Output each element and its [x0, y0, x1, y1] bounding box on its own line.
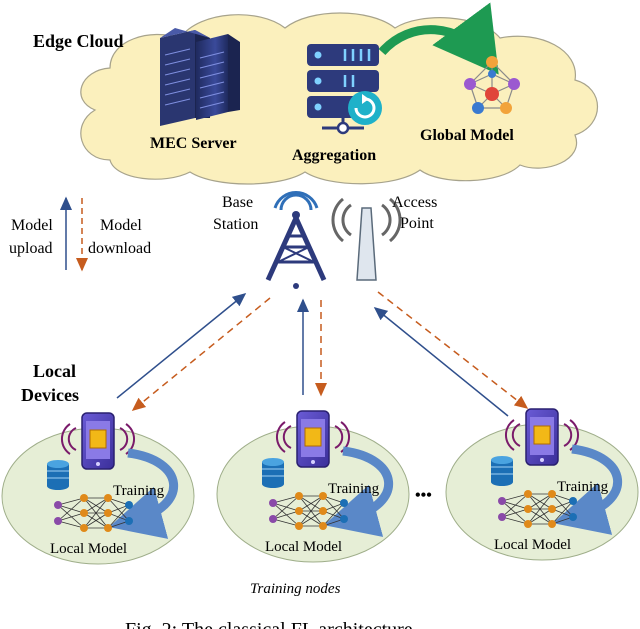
local-devices-title-line1: Local	[33, 361, 76, 381]
edge-cloud: Edge Cloud MEC Server	[33, 2, 599, 185]
global-model-icon	[464, 56, 520, 114]
aggregation-label: Aggregation	[292, 147, 376, 164]
access-point-label-line2: Point	[400, 215, 434, 232]
figure-caption: Fig. 2: The classical FL architecture.	[125, 619, 418, 629]
training-label: Training	[328, 481, 380, 497]
legend: Model upload Model download	[9, 196, 151, 272]
mec-server-icon	[160, 28, 240, 126]
legend-download-line1: Model	[100, 217, 142, 234]
training-loop-arrow	[108, 448, 179, 539]
local-model-network-icon	[54, 494, 133, 532]
global-model-label: Global Model	[420, 127, 514, 144]
communication-arrows	[116, 291, 529, 417]
aggregation-server-icon	[307, 44, 382, 135]
training-label: Training	[113, 483, 165, 499]
training-loop-arrow	[323, 446, 394, 537]
upload-arrow-right	[373, 307, 509, 417]
download-arrow-right	[377, 291, 529, 409]
database-icon	[491, 456, 513, 486]
node-ellipsis: •••	[415, 487, 432, 504]
local-devices-title-line2: Devices	[21, 385, 79, 405]
training-nodes-label: Training nodes	[250, 581, 341, 597]
training-loop-arrow	[552, 444, 623, 535]
local-model-network-icon	[498, 490, 577, 528]
smartphone-icon	[61, 412, 135, 470]
local-model-label: Local Model	[265, 539, 342, 555]
upload-arrow-left	[116, 293, 247, 399]
smartphone-icon	[505, 408, 579, 466]
local-model-label: Local Model	[50, 541, 127, 557]
download-arrow-left	[131, 297, 271, 411]
local-model-network-icon	[269, 492, 348, 530]
legend-upload-line2: upload	[9, 240, 53, 257]
training-label: Training	[557, 479, 609, 495]
local-model-label: Local Model	[494, 537, 571, 553]
access-point: Access Point	[331, 194, 437, 281]
base-station-label-line1: Base	[222, 194, 253, 211]
mec-server-label: MEC Server	[150, 135, 237, 152]
aggregation-to-global-arrow	[378, 2, 499, 75]
access-point-icon	[331, 197, 402, 281]
base-station-icon	[265, 191, 327, 289]
access-point-label-line1: Access	[392, 194, 437, 211]
edge-cloud-title: Edge Cloud	[33, 31, 124, 51]
database-icon	[262, 458, 284, 488]
legend-download-line2: download	[88, 240, 151, 257]
base-station-label-line2: Station	[213, 216, 258, 233]
database-icon	[47, 460, 69, 490]
base-station: Base Station	[213, 191, 327, 289]
legend-upload-line1: Model	[11, 217, 53, 234]
